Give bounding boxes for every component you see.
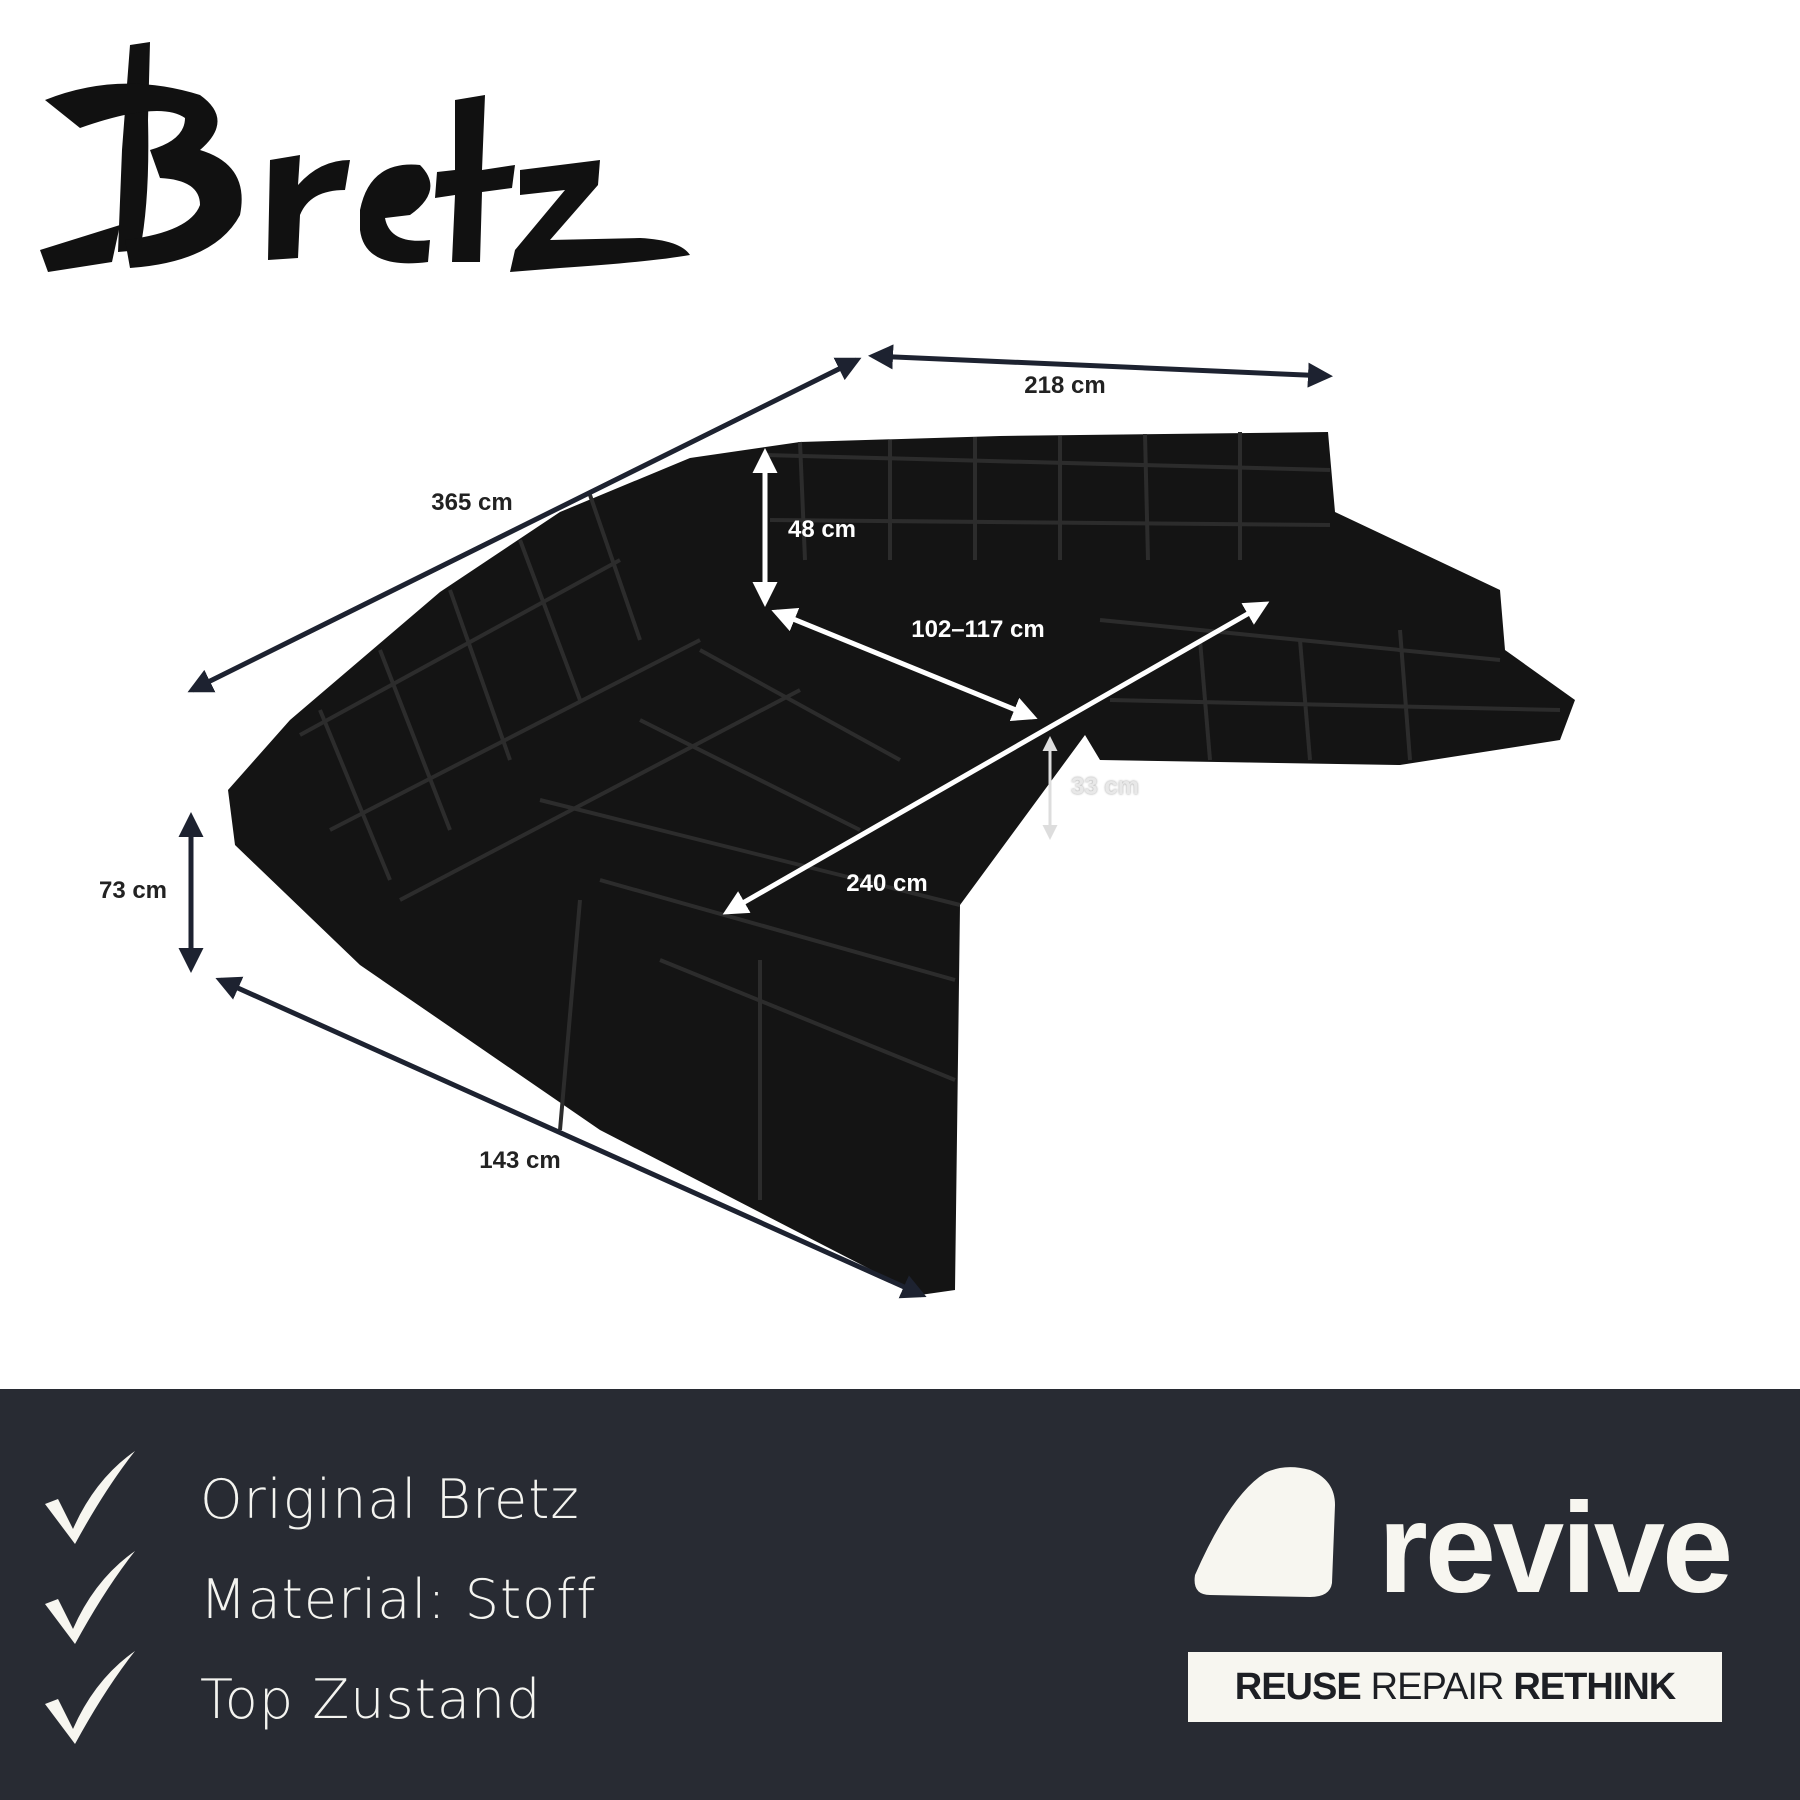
feature-label: Original Bretz [200,1467,580,1531]
bretz-logo [40,42,690,272]
dim-label-143: 143 cm [479,1147,561,1174]
dim-label-365: 365 cm [431,489,513,516]
feature-label: Material: Stoff [200,1567,597,1631]
tagline-reuse: REUSE [1234,1665,1362,1708]
checkmark-icon [45,1551,135,1644]
arrow-365 [187,357,862,693]
revive-tagline: REUSE REPAIR RETHINK [1188,1652,1722,1722]
arrow-218 [868,344,1333,388]
revive-wordmark: revive [1378,1477,1733,1620]
feature-item: Original Bretz [40,1449,580,1549]
dim-label-102-117: 102–117 cm [911,616,1045,643]
feature-label: Top Zustand [200,1667,542,1731]
dim-label-73: 73 cm [98,877,168,904]
dim-label-48: 48 cm [787,516,857,543]
arrow-143 [215,976,927,1299]
dim-label-33: 33 cm [1070,773,1140,800]
tagline-repair: REPAIR [1370,1665,1505,1708]
dim-label-240: 240 cm [846,870,928,897]
feature-item: Material: Stoff [40,1549,596,1649]
feature-item: Top Zustand [40,1649,541,1749]
info-banner: Original Bretz Material: Stoff Top Zusta… [0,1389,1800,1800]
arrow-240 [722,601,1270,915]
revive-logo-mark [1194,1467,1335,1597]
dim-label-218: 218 cm [1024,372,1106,399]
checkmark-icon [45,1651,135,1744]
sofa-illustration [228,432,1575,1295]
tagline-rethink: RETHINK [1513,1665,1676,1708]
checkmark-icon [45,1451,135,1544]
